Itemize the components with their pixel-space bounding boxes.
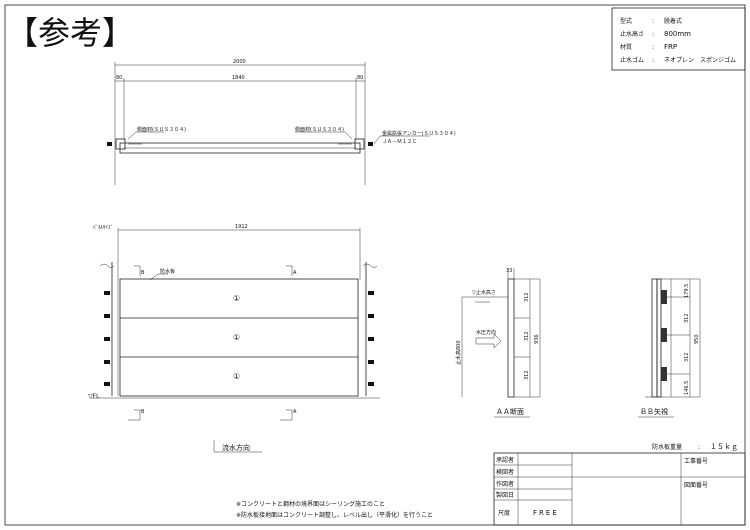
dim: 312 [524,370,530,380]
panel-number: ① [233,372,240,381]
spec-label: 止水ゴム [620,56,644,64]
total-dim: 950 [694,334,700,344]
pressure-label: 水圧方向 [476,329,496,336]
approved-label: 承認者 [496,456,514,464]
panel-number: ① [233,333,240,342]
height-label: 止水高800 [455,340,462,365]
top-dim: 33 [506,268,512,274]
spec-label: 型式 [620,17,632,25]
anchor-label: 金属拡張アンカー(ＳＵＳ３０４) [382,130,456,137]
note-sealing: ※コンクリートと鋼材の境界面はシーリング施工のこと [236,500,385,508]
dim: 312 [684,352,690,362]
reference-title: 【参考】 [6,14,134,52]
sheet-border [4,4,746,526]
top-ref-label: ﾊﾟﾈﾙｻｲｽﾞ [93,224,113,231]
dim-left: 80 [116,75,122,81]
total-dim: 936 [534,334,540,344]
water-level-label: ▽止水高さ [472,289,496,296]
scale-value: FREE [533,509,559,517]
spec-sep: : [652,57,654,64]
section-marker-b-bottom: B [141,409,145,415]
spec-label: 材質 [620,43,632,51]
side-member-label-right: 側面材(ＳＵＳ３０４) [295,126,344,133]
weight-value: １５ｋｇ [710,443,738,451]
dim: 312 [524,331,530,341]
plan-view: 2000 80 1840 80 側面材(ＳＵＳ３０４) 側面材(ＳＵＳ３０４) … [107,59,456,185]
spec-sep: : [652,18,654,25]
weight-sep: : [698,444,700,451]
spec-sep: : [652,31,654,38]
elevation-view: ﾊﾟﾈﾙｻｲｽﾞ 1912 B A 防水板 ① ① ① ▽FL B [88,224,380,453]
fl-label: ▽FL [88,393,100,400]
project-no-label: 工事番号 [684,457,708,465]
dim: 312 [684,313,690,323]
dim-total: 2000 [233,59,246,65]
dim-mid: 1840 [232,75,245,81]
spec-value: ネオプレン スポンジゴム [664,56,736,64]
weight-label: 防水板重量 [652,443,682,451]
dim-right: 80 [357,75,363,81]
dim: 312 [524,292,530,302]
panel-label: 防水板 [160,268,175,275]
flow-direction-label: 流水方向 [222,443,250,452]
section-marker-a-bottom: A [293,409,297,415]
section-marker-a: A [293,270,297,276]
scale-label: 尺度 [498,509,510,517]
anchor-model: ＪＡ－Ｍ１２Ｃ [382,139,417,145]
panel-number: ① [233,294,240,303]
checked-label: 検図者 [496,468,514,476]
section-aa: 33 312 312 312 936 ▽止水高さ 水圧方向 止水高800 ＡＡ断… [455,268,541,418]
spec-sep: : [652,44,654,51]
spec-value: 脱着式 [664,17,682,25]
spec-box: 型式 : 脱着式 止水高さ : 800mm 材質 : FRP 止水ゴム : ネオ… [611,7,746,71]
drawing-no-label: 図面番号 [684,482,708,489]
section-aa-title: ＡＡ断面 [496,407,524,416]
date-label: 製図日 [496,491,514,499]
dim: 179.5 [684,284,690,298]
spec-label: 止水高さ [620,30,644,38]
side-member-label-left: 側面材(ＳＵＳ３０４) [137,126,186,133]
spec-value: FRP [664,43,677,51]
note-leveling: ※防水板接地面はコンクリート調整し、レベル出し（平滑化）を行うこと [236,511,433,519]
dim: 146.5 [684,381,690,395]
spec-value: 800mm [664,30,691,38]
title-block: 承認者 検図者 作図者 製図日 尺度 FREE 工事番号 図面番号 [493,452,746,526]
view-bb: 179.5 312 312 146.5 950 ＢＢ矢視 [638,278,701,418]
section-marker-b: B [141,270,145,276]
dim-width: 1912 [235,224,248,230]
drawn-label: 作図者 [496,480,514,488]
view-bb-title: ＢＢ矢視 [640,407,668,416]
